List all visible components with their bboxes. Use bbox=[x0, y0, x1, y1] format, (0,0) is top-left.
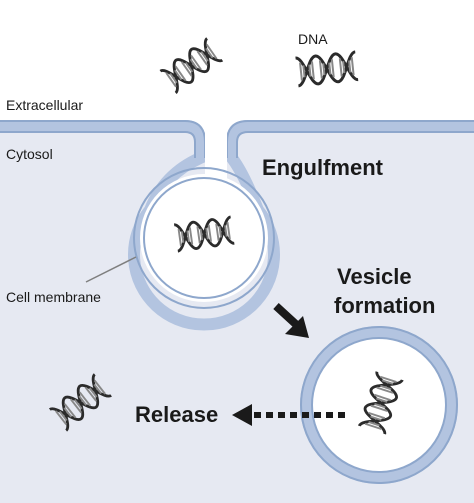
dna-helix-icon bbox=[158, 36, 224, 95]
dashed-arrow-left-icon bbox=[232, 404, 345, 426]
vesicle-formation-label-line1: Vesicle bbox=[337, 264, 412, 289]
extracellular-label: Extracellular bbox=[6, 97, 84, 113]
cytosol-label: Cytosol bbox=[6, 146, 53, 162]
dna-label: DNA bbox=[298, 31, 328, 47]
cell-membrane bbox=[0, 120, 474, 331]
vesicle-formation-label-line2: formation bbox=[334, 293, 436, 318]
engulfment-label: Engulfment bbox=[262, 155, 383, 180]
release-label: Release bbox=[135, 402, 219, 427]
arrow-down-right-icon bbox=[273, 303, 309, 338]
dna-helix-icon bbox=[294, 50, 360, 88]
membrane-pointer bbox=[85, 256, 137, 283]
cell-membrane-label: Cell membrane bbox=[6, 289, 101, 305]
